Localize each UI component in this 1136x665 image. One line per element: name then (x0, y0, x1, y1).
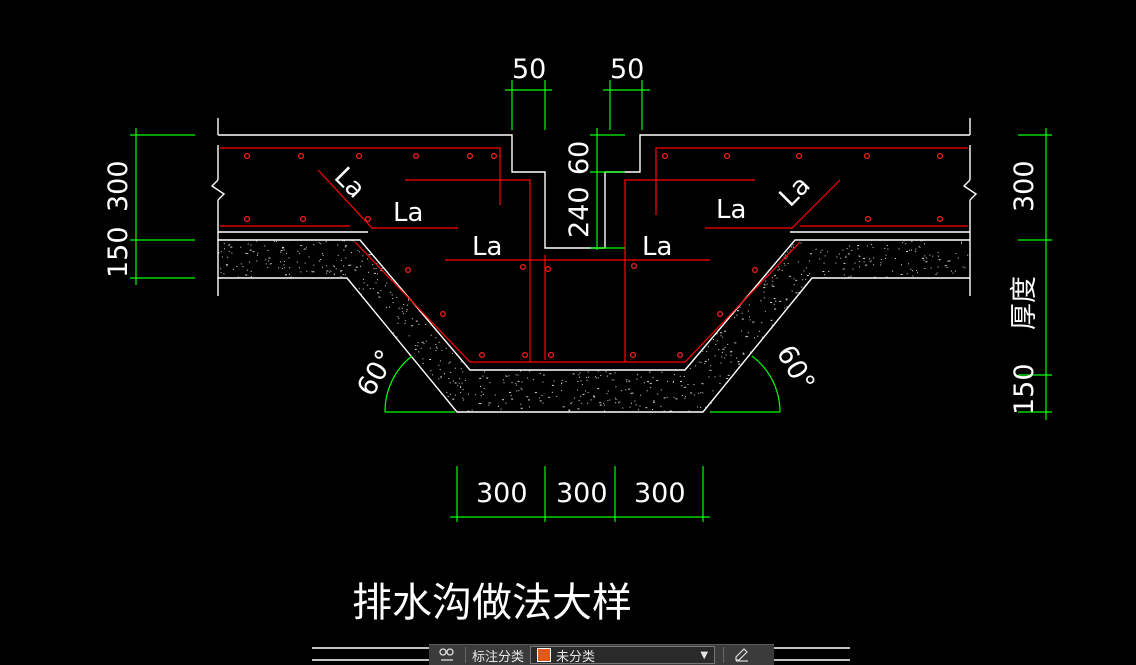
rebar-dot (795, 153, 802, 160)
toolbar-separator (465, 647, 466, 663)
category-value: 未分类 (556, 649, 596, 665)
dim-bottom-b: 300 (556, 478, 608, 509)
rebar-dot (298, 153, 305, 160)
rebar-dot (936, 216, 943, 223)
rebar-dot (244, 153, 251, 160)
dim-left-base: 150 (103, 226, 134, 278)
rebar-dot (244, 216, 251, 223)
dim-slot-depth: 60 (564, 141, 595, 175)
dim-left-slab: 300 (103, 160, 134, 212)
toolbar-separator (723, 647, 725, 663)
rebar-dot (936, 153, 943, 160)
dim-bottom-a: 300 (476, 478, 528, 509)
category-color-swatch (537, 648, 552, 662)
rebar-dot (479, 352, 486, 359)
rebar-dot (491, 153, 498, 160)
angle-right: 60° (770, 340, 821, 397)
rebar-dot (751, 267, 758, 274)
dim-top-left: 50 (512, 54, 546, 85)
rebar-dot (365, 216, 372, 223)
rebar-dot (723, 153, 730, 160)
drawing-title: 排水沟做法大样 (352, 580, 632, 626)
dim-right-base: 150 (1009, 363, 1040, 415)
edit-icon[interactable] (724, 645, 760, 665)
rebar-dot (519, 264, 526, 271)
rebar-dot (676, 352, 683, 359)
concrete-bed (217, 239, 971, 413)
annotation-toolbar: 标注分类 未分类 ▼ (429, 644, 774, 665)
label-la-1: La (328, 162, 371, 205)
rebar-dot (405, 267, 412, 274)
label-la-2: La (393, 198, 423, 228)
dim-right-slab: 300 (1009, 160, 1040, 212)
dim-bottom-c: 300 (634, 478, 686, 509)
rebar-dot (661, 153, 668, 160)
rebar-dot (467, 153, 474, 160)
slab-outline (210, 118, 978, 296)
label-la-4: La (642, 232, 672, 262)
rebar-dot (630, 263, 637, 270)
dim-right-thickness: 厚度 (1009, 276, 1040, 330)
rebar-dot (300, 216, 307, 223)
rebar-dot (864, 216, 871, 223)
category-label: 标注分类 (472, 649, 525, 665)
chevron-down-icon[interactable]: ▼ (700, 650, 709, 661)
rebar-dot (356, 153, 363, 160)
dimension-style-icon[interactable] (429, 645, 465, 665)
angle-left: 60° (351, 345, 402, 402)
label-la-6: La (774, 170, 817, 213)
category-select[interactable]: 未分类 ▼ (530, 646, 716, 665)
dim-slot-height: 240 (564, 186, 595, 238)
rebar (220, 147, 968, 363)
rebar-dot (521, 352, 528, 359)
label-la-3: La (472, 232, 502, 262)
rebar-dot (440, 311, 447, 318)
dim-top-right: 50 (610, 54, 644, 85)
label-la-5: La (716, 195, 746, 225)
rebar-dot (716, 311, 723, 318)
rebar-dot (413, 153, 420, 160)
rebar-dot (629, 352, 636, 359)
rebar-dot (547, 352, 554, 359)
rebar-dot (863, 153, 870, 160)
rebar-dots (244, 153, 943, 359)
rebar-dot (544, 266, 551, 273)
